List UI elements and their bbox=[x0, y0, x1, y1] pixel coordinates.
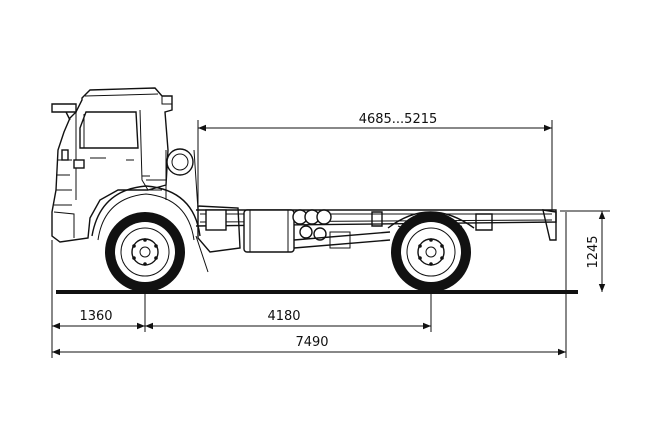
dimension-label-front-overhang: 1360 bbox=[79, 309, 112, 324]
dimension-label-overall-length: 7490 bbox=[295, 335, 328, 350]
fuel-tank bbox=[243, 209, 295, 253]
cab-window bbox=[79, 111, 139, 149]
cab bbox=[51, 87, 173, 243]
dimension-label-frame-height: 1245 bbox=[586, 235, 601, 268]
dimension-front-overhang: 1360 bbox=[52, 309, 145, 330]
truck bbox=[51, 87, 557, 292]
dimension-label-rear-overhang: 4685...5215 bbox=[359, 112, 438, 127]
dimension-label-wheelbase: 4180 bbox=[267, 309, 300, 324]
mirror bbox=[51, 103, 77, 121]
ground-line bbox=[56, 290, 578, 294]
air-intake bbox=[166, 148, 194, 176]
front-mudguard bbox=[91, 185, 201, 237]
dimension-wheelbase: 4180 bbox=[145, 309, 431, 330]
rear-wheel bbox=[391, 212, 471, 292]
front-wheel bbox=[105, 212, 185, 292]
dimension-rear-overhang: 4685...5215 bbox=[198, 112, 552, 132]
dimension-overall-length: 7490 bbox=[52, 335, 566, 356]
dimension-frame-height: 1245 bbox=[586, 211, 606, 292]
